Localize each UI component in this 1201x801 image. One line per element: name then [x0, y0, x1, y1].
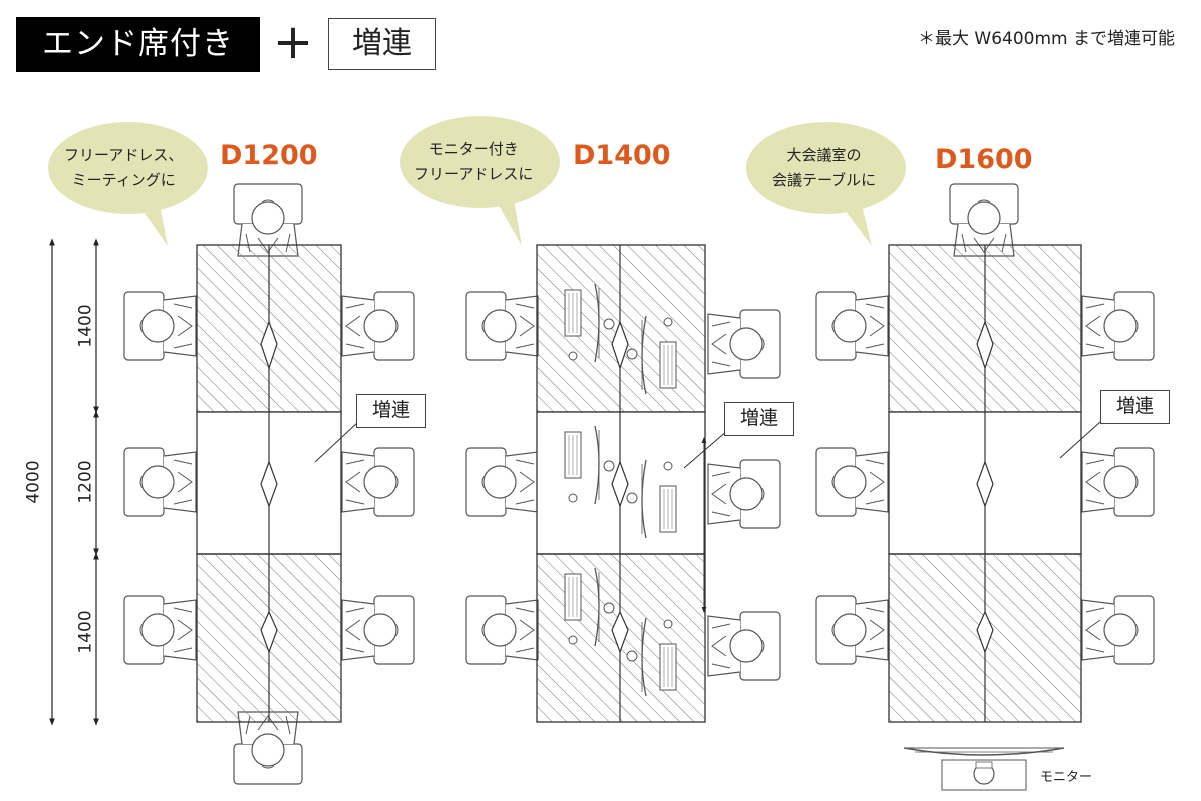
panel-d1400 [400, 116, 781, 723]
person-left-1 [815, 291, 889, 361]
monitor-legend-icon [903, 747, 1065, 791]
person-right-3 [341, 595, 415, 665]
person-right-2 [1081, 447, 1155, 517]
person-left-1 [123, 291, 197, 361]
model-label-d1200: D1200 [220, 140, 318, 171]
dimension-label-total: 4000 [23, 460, 44, 504]
person-left-1 [465, 291, 539, 361]
person-left-2 [465, 447, 539, 517]
person-right-1 [1081, 291, 1155, 361]
header-box-extension: 増連 [328, 18, 436, 70]
max-width-note: ＊最大 W6400mm まで増連可能 [917, 29, 1175, 49]
extension-label-d1600: 増連 [1100, 390, 1170, 424]
dimension-label-segment-3: 1400 [75, 610, 96, 654]
extension-label-d1200: 増連 [356, 394, 426, 428]
bubble-text-d1200: フリーアドレス、 ミーティングに [64, 143, 183, 193]
header-tag-end-seat: エンド席付き [16, 17, 260, 72]
dimension-label-segment-1: 1400 [75, 304, 96, 348]
bubble-text-d1400: モニター付き フリーアドレスに [414, 137, 533, 187]
bubble-line-2: 会議テーブルに [772, 171, 877, 189]
extension-label-d1400: 増連 [724, 402, 794, 436]
bubble-line-1: 大会議室の [786, 146, 862, 164]
bubble-line-2: ミーティングに [71, 171, 176, 189]
person-right-1 [341, 291, 415, 361]
speech-bubble [48, 122, 208, 214]
panel-d1600 [746, 122, 1155, 723]
person-right-2 [341, 447, 415, 517]
dimension-label-segment-2: 1200 [75, 460, 96, 504]
panel-d1200 [48, 122, 415, 785]
header-plus-sign: + [272, 14, 314, 70]
bubble-text-d1600: 大会議室の 会議テーブルに [772, 143, 876, 193]
bubble-line-2: フリーアドレスに [414, 165, 534, 183]
person-left-3 [123, 595, 197, 665]
bubble-line-1: モニター付き [428, 140, 519, 158]
bubble-line-1: フリーアドレス、 [64, 146, 184, 164]
person-right-3 [707, 611, 781, 681]
model-label-d1400: D1400 [573, 140, 671, 171]
person-left-3 [465, 595, 539, 665]
person-right-2 [707, 459, 781, 529]
speech-bubble [400, 116, 560, 208]
person-right-1 [707, 309, 781, 379]
model-label-d1600: D1600 [935, 144, 1033, 175]
person-left-3 [815, 595, 889, 665]
person-end-bottom [233, 711, 303, 785]
speech-bubble [746, 122, 906, 214]
person-right-3 [1081, 595, 1155, 665]
person-left-2 [123, 447, 197, 517]
person-left-2 [815, 447, 889, 517]
monitor-legend-label: モニター [1040, 770, 1093, 785]
